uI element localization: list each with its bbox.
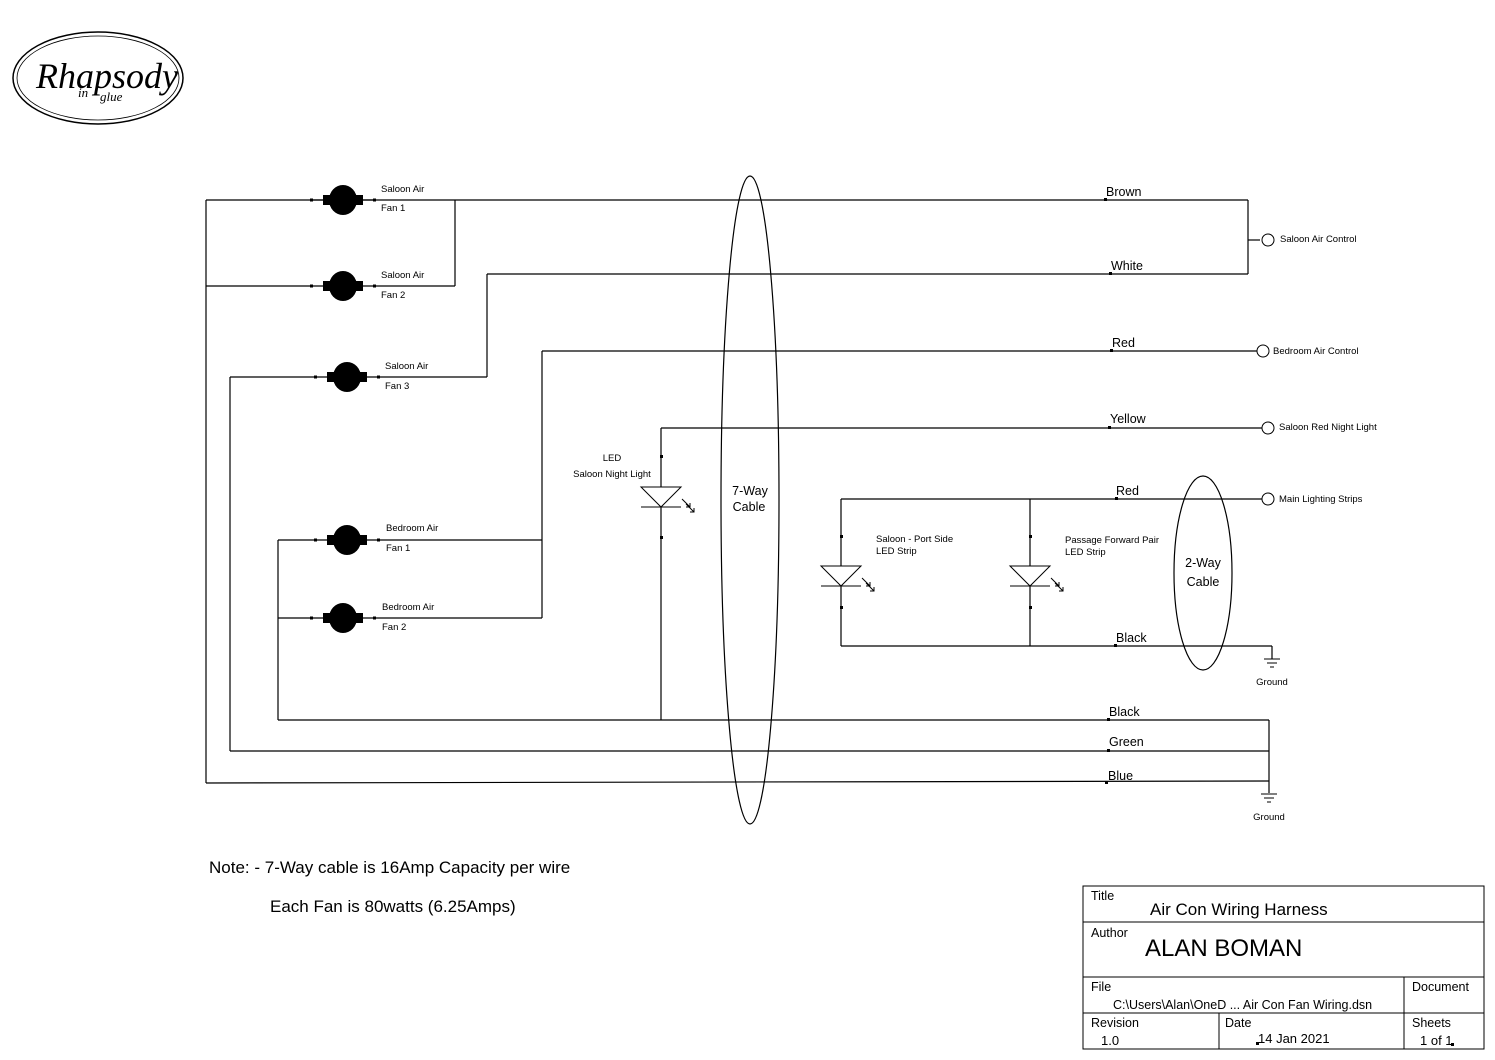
- wire-labels: Brown White Red Yellow Red Black Black G…: [1106, 185, 1147, 783]
- fan-bedroom-2-label: Bedroom Air: [382, 602, 434, 613]
- revision-label: Revision: [1091, 1016, 1139, 1030]
- wire-junctions: [660, 198, 1118, 784]
- wire-label-white: White: [1111, 259, 1143, 273]
- two-way-cable-label-1: 2-Way: [1185, 556, 1221, 570]
- led-passage-label-1: Passage Forward Pair: [1065, 535, 1159, 546]
- note-line-1: Note: - 7-Way cable is 16Amp Capacity pe…: [209, 858, 570, 877]
- led-night-label-1: LED: [603, 453, 622, 464]
- led-port-label-2: LED Strip: [876, 546, 917, 557]
- file-label: File: [1091, 980, 1111, 994]
- date-value: 14 Jan 2021: [1258, 1031, 1330, 1046]
- rhapsody-logo: Rhapsody in glue: [12, 31, 184, 125]
- fan-bedroom-2: Bedroom Air Fan 2: [309, 602, 434, 634]
- terminal-main-lighting-strips: Main Lighting Strips: [1261, 492, 1363, 506]
- led-saloon-night-light: LED Saloon Night Light: [573, 453, 695, 513]
- two-way-cable: 2-Way Cable: [1173, 475, 1233, 671]
- wire-label-brown: Brown: [1106, 185, 1141, 199]
- author-label: Author: [1091, 926, 1128, 940]
- led-saloon-port-side: Saloon - Port Side LED Strip: [820, 534, 953, 592]
- title-label: Title: [1091, 889, 1114, 903]
- wire-label-green: Green: [1109, 735, 1144, 749]
- wire-label-red-1: Red: [1112, 336, 1135, 350]
- fan-saloon-2-number: Fan 2: [381, 290, 405, 301]
- document-label: Document: [1412, 980, 1469, 994]
- wires: [205, 199, 1273, 793]
- wire-label-red-2: Red: [1116, 484, 1139, 498]
- wire-label-yellow: Yellow: [1110, 412, 1147, 426]
- fan-saloon-1-number: Fan 1: [381, 203, 405, 214]
- fan-saloon-3: Saloon Air Fan 3: [313, 361, 428, 393]
- ground-symbol-2: Ground: [1253, 793, 1285, 823]
- notes: Note: - 7-Way cable is 16Amp Capacity pe…: [209, 858, 570, 916]
- title-value: Air Con Wiring Harness: [1150, 900, 1328, 919]
- date-label: Date: [1225, 1016, 1251, 1030]
- fan-bedroom-2-number: Fan 2: [382, 622, 406, 633]
- ground-label-2: Ground: [1253, 812, 1285, 823]
- fan-bedroom-1-number: Fan 1: [386, 543, 410, 554]
- fan-saloon-2: Saloon Air Fan 2: [309, 270, 424, 302]
- title-block: Title Air Con Wiring Harness Author ALAN…: [1082, 885, 1485, 1050]
- terminal-saloon-air-control-label: Saloon Air Control: [1280, 234, 1357, 245]
- seven-way-cable-label-2: Cable: [733, 500, 766, 514]
- ground-label-1: Ground: [1256, 677, 1288, 688]
- seven-way-cable-label-1: 7-Way: [732, 484, 768, 498]
- led-port-label-1: Saloon - Port Side: [876, 534, 953, 545]
- fan-bedroom-1: Bedroom Air Fan 1: [313, 523, 438, 556]
- fan-saloon-3-number: Fan 3: [385, 381, 409, 392]
- led-passage-label-2: LED Strip: [1065, 547, 1106, 558]
- logo-main-text: Rhapsody: [35, 56, 178, 96]
- sheets-label: Sheets: [1412, 1016, 1451, 1030]
- fan-bedroom-1-label: Bedroom Air: [386, 523, 438, 534]
- sheets-value: 1 of 1: [1420, 1033, 1453, 1048]
- logo-sub-in: in: [78, 85, 88, 100]
- fan-saloon-1-label: Saloon Air: [381, 184, 424, 195]
- author-value: ALAN BOMAN: [1145, 935, 1302, 962]
- led-night-label-2: Saloon Night Light: [573, 469, 651, 480]
- file-value: C:\Users\Alan\OneD ... Air Con Fan Wirin…: [1113, 998, 1372, 1012]
- logo-sub-glue: glue: [100, 89, 123, 104]
- wire-label-black-1: Black: [1116, 631, 1147, 645]
- fan-saloon-2-label: Saloon Air: [381, 270, 424, 281]
- wire-label-black-2: Black: [1109, 705, 1140, 719]
- revision-value: 1.0: [1101, 1033, 1119, 1048]
- wire-label-blue: Blue: [1108, 769, 1133, 783]
- fan-saloon-1: Saloon Air Fan 1: [309, 184, 424, 216]
- terminal-bedroom-air-control: Bedroom Air Control: [1256, 344, 1359, 358]
- terminal-saloon-red-night-light-label: Saloon Red Night Light: [1279, 422, 1377, 433]
- terminal-saloon-red-night-light: Saloon Red Night Light: [1261, 421, 1377, 435]
- fan-saloon-3-label: Saloon Air: [385, 361, 428, 372]
- ground-symbol-1: Ground: [1256, 658, 1288, 688]
- led-passage-forward: Passage Forward Pair LED Strip: [1009, 535, 1159, 592]
- terminal-bedroom-air-control-label: Bedroom Air Control: [1273, 346, 1359, 357]
- note-line-2: Each Fan is 80watts (6.25Amps): [270, 897, 516, 916]
- seven-way-cable: 7-Way Cable: [720, 175, 780, 825]
- terminal-main-lighting-strips-label: Main Lighting Strips: [1279, 494, 1363, 505]
- terminal-saloon-air-control: Saloon Air Control: [1261, 233, 1357, 247]
- two-way-cable-label-2: Cable: [1187, 575, 1220, 589]
